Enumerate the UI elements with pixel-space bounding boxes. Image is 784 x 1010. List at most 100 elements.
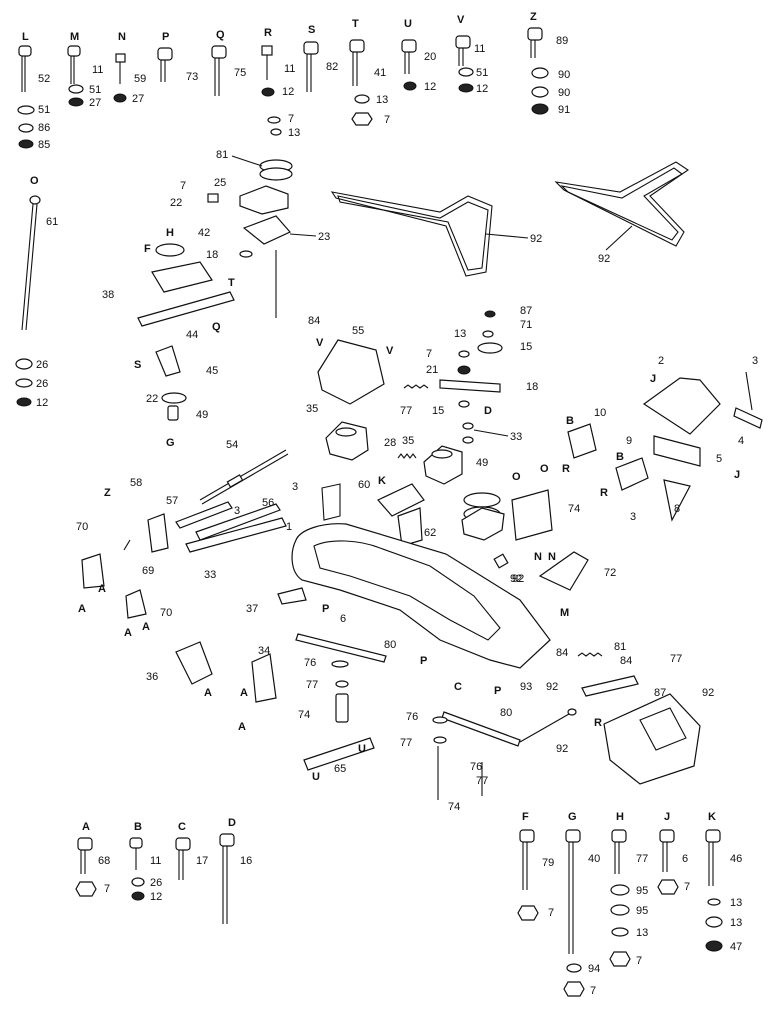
key-letter-O: O	[512, 471, 521, 483]
blade-70-left: 80	[295, 633, 396, 663]
spring-25: 28	[384, 437, 417, 459]
belt-76-alt: 92	[554, 161, 689, 265]
part-number-label: 3	[752, 355, 758, 367]
hardware-group-T: T 41 13 7	[349, 18, 390, 126]
part-number-label: 94	[588, 963, 600, 975]
key-letter-Z: Z	[104, 487, 111, 499]
key-letter-N: N	[534, 551, 542, 563]
key-letter-V2: V	[386, 345, 394, 357]
hardware-group-F: F 79 7	[517, 811, 554, 921]
hardware-group-M: M 11 51 27	[67, 31, 103, 109]
part-number-label: 90	[558, 87, 570, 99]
part-number-label: 72	[604, 567, 616, 579]
part-number-label: 13	[730, 897, 742, 909]
part-number-label: 77	[636, 853, 648, 865]
part-number-label: B	[134, 821, 142, 833]
part-number-label: 76	[406, 711, 418, 723]
part-number-label: 1	[286, 521, 292, 533]
hardware-group-J: J 6 7	[657, 811, 690, 895]
part-number-label: S	[308, 24, 315, 36]
part-number-label: 7	[636, 955, 642, 967]
part-number-label: 92	[702, 687, 714, 699]
key-letter-R3: R	[594, 717, 602, 729]
part-number-label: H	[616, 811, 624, 823]
part-number-label: 22	[170, 197, 182, 209]
part-number-label: 51	[476, 67, 488, 79]
part-number-label: 54	[226, 439, 238, 451]
key-letter-P3: P	[494, 685, 501, 697]
part-number-label: 26	[36, 378, 48, 390]
part-number-label: 12	[36, 397, 48, 409]
part-number-label: 68	[98, 855, 110, 867]
rod-group-O: O 61 26 26 12	[15, 175, 58, 409]
part-number-label: 84	[308, 315, 320, 327]
part-number-label: 82	[326, 61, 338, 73]
part-number-label: 76	[470, 761, 482, 773]
part-number-label: 25	[214, 177, 226, 189]
key-letter-A6: A	[238, 721, 246, 733]
part-number-label: 28	[384, 437, 396, 449]
bracket-60: 74 O O	[511, 463, 580, 541]
part-number-label: 91	[558, 104, 570, 116]
bracket-55: 58 Z	[104, 477, 169, 553]
idler-pulley-assembly: 7 13 81 25 7 22 23 18 84	[170, 113, 330, 327]
part-number-label: 13	[636, 927, 648, 939]
bracket-29: 34 A A	[238, 645, 277, 733]
key-letter-J2: J	[734, 469, 740, 481]
part-number-label: T	[352, 18, 359, 30]
key-letter-J: J	[650, 373, 656, 385]
part-number-label: 59	[134, 73, 146, 85]
hardware-group-B: B 11 26 12	[129, 821, 162, 903]
part-number-label: 92	[510, 573, 522, 585]
part-number-label: 26	[36, 359, 48, 371]
part-number-label: R	[264, 27, 272, 39]
part-number-label: 36	[146, 671, 158, 683]
part-number-label: 16	[240, 855, 252, 867]
part-number-label: 38	[102, 289, 114, 301]
part-number-label: 80	[500, 707, 512, 719]
part-number-label: 7	[104, 883, 110, 895]
part-number-label: 92	[598, 253, 610, 265]
part-number-label: 76	[304, 657, 316, 669]
part-number-label: 49	[476, 457, 488, 469]
part-number-label: 69	[142, 565, 154, 577]
plate-35: 37	[246, 587, 307, 615]
part-number-label: 4	[738, 435, 744, 447]
part-number-label: 95	[636, 885, 648, 897]
part-number-label: 15	[432, 405, 444, 417]
part-number-label: 77	[306, 679, 318, 691]
part-number-label: 40	[588, 853, 600, 865]
part-number-label: 56	[262, 497, 274, 509]
part-number-label: 27	[132, 93, 144, 105]
part-number-label: 41	[374, 67, 386, 79]
part-number-label: 11	[474, 43, 485, 55]
key-letter-O2: O	[540, 463, 549, 475]
part-number-label: 58	[130, 477, 142, 489]
rod-45: 54	[199, 439, 289, 505]
key-letter-R2: R	[600, 487, 608, 499]
key-letter-A: A	[78, 603, 86, 615]
part-number-label: 51	[38, 104, 50, 116]
part-number-label: 27	[89, 97, 101, 109]
part-number-label: 12	[476, 83, 488, 95]
part-number-label: 74	[298, 709, 310, 721]
key-letter-V: V	[316, 337, 324, 349]
chute-62: 92	[603, 687, 714, 785]
part-number-label: 45	[206, 365, 218, 377]
key-letter-S: S	[134, 359, 141, 371]
key-letter-A5: A	[204, 687, 212, 699]
part-number-label: 7	[426, 348, 432, 360]
part-number-label: 61	[46, 216, 58, 228]
part-number-label: 86	[38, 122, 50, 134]
part-number-label: Q	[216, 29, 225, 41]
hardware-group-G: G 40 94 7	[563, 811, 600, 997]
part-number-label: O	[30, 175, 39, 187]
key-letter-H: H	[166, 227, 174, 239]
part-number-label: G	[568, 811, 577, 823]
key-letter-P2: P	[420, 655, 427, 667]
bracket-31: 36 A	[146, 641, 213, 699]
lift-linkage-left: F H 42 38 44 S Q T 45 22 49 G	[102, 227, 235, 449]
bracket-58: 72	[538, 551, 616, 591]
part-number-label: 92	[556, 743, 568, 755]
part-number-label: 12	[150, 891, 162, 903]
